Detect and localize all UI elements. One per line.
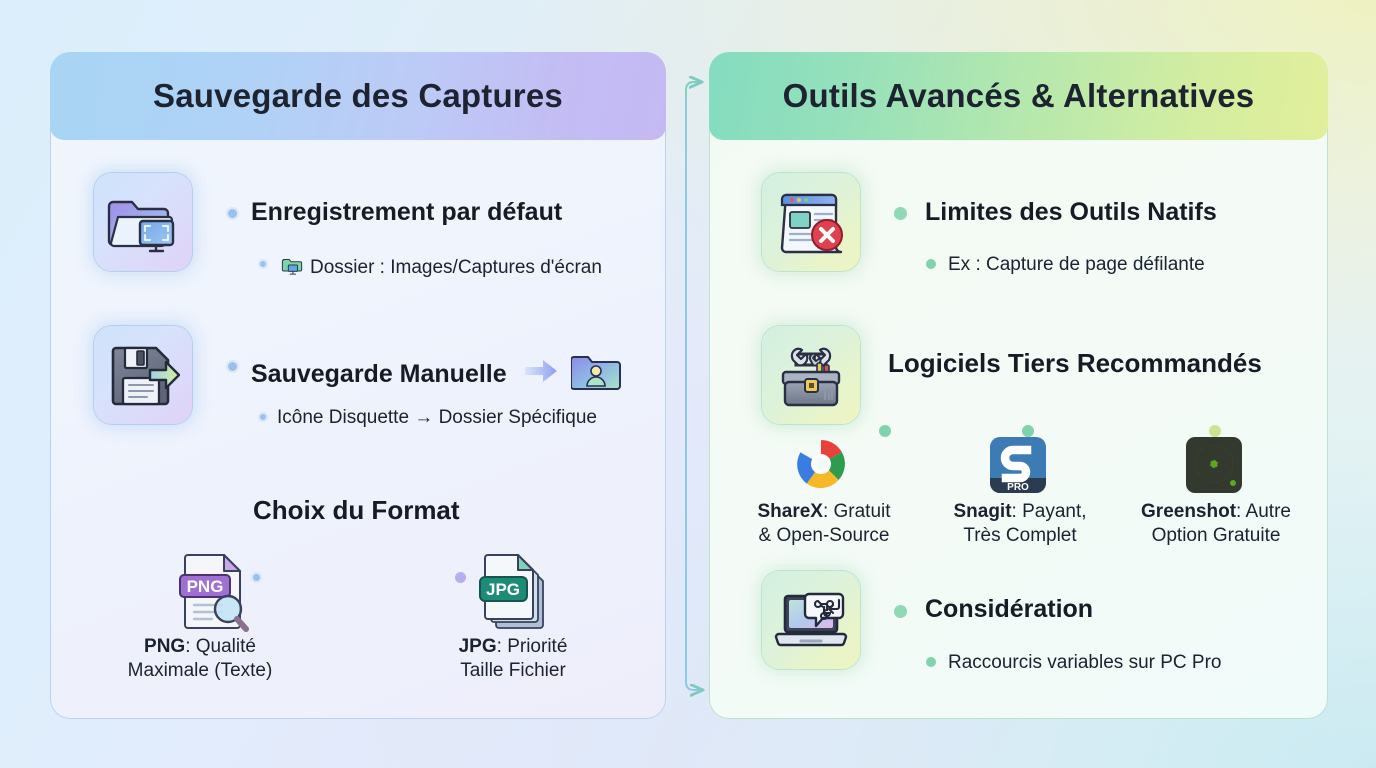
subline-default-folder: Dossier : Images/Captures d'écran — [281, 254, 602, 282]
png-file-icon: PNG — [172, 551, 258, 638]
png-dot — [251, 572, 262, 583]
subline-manual-save: Icône Disquette → Dossier Spécifique — [277, 407, 597, 428]
left-panel-header: Sauvegarde des Captures — [50, 52, 666, 140]
greenshot-dot — [1209, 425, 1221, 437]
sharex-caption: ShareX: Gratuit & Open-Source — [757, 501, 891, 547]
jpg-dot — [455, 572, 466, 583]
floppy-save-icon — [94, 326, 192, 424]
right-panel-header: Outils Avancés & Alternatives — [709, 52, 1328, 140]
webpage-error-icon — [762, 173, 860, 271]
png-caption: PNG: Qualité Maximale (Texte) — [127, 636, 273, 682]
right-panel-title: Outils Avancés & Alternatives — [782, 77, 1255, 114]
headline-consideration: Considération — [925, 595, 1094, 623]
subline-native-limits: Ex : Capture de page défilante — [948, 254, 1205, 275]
jpg-caption: JPG: Priorité Taille Fichier — [458, 636, 568, 682]
sharex-logo-icon — [793, 436, 849, 497]
folder-monitor-icon — [281, 254, 303, 282]
arrow-right-icon — [523, 358, 559, 391]
user-folder-icon — [569, 350, 621, 399]
toolbox-icon — [762, 326, 860, 424]
headline-format-choice: Choix du Format — [253, 495, 460, 525]
jpg-file-icon: JPG — [473, 551, 559, 638]
folder-screen-icon — [94, 173, 192, 271]
node-dot — [894, 605, 907, 618]
node-dot — [226, 207, 239, 220]
greenshot-caption: Greenshot: Autre Option Gratuite — [1141, 501, 1291, 547]
svg-text:PRO: PRO — [1007, 482, 1029, 493]
snagit-dot — [1022, 425, 1034, 437]
svg-text:PNG: PNG — [187, 577, 224, 596]
headline-native-limits: Limites des Outils Natifs — [925, 198, 1217, 226]
subline-consideration: Raccourcis variables sur PC Pro — [948, 652, 1222, 673]
laptop-shortcut-icon — [762, 571, 860, 669]
headline-manual-save: Sauvegarde Manuelle — [251, 350, 621, 399]
snagit-caption: Snagit: Payant, Très Complet — [953, 501, 1087, 547]
sharex-dot — [879, 425, 891, 437]
sub-dot — [258, 412, 268, 422]
sub-dot — [926, 259, 936, 269]
node-dot — [226, 360, 239, 373]
left-panel-title: Sauvegarde des Captures — [153, 77, 563, 114]
sub-dot — [258, 259, 268, 269]
sub-dot — [926, 657, 936, 667]
greenshot-logo-icon — [1185, 436, 1243, 499]
snagit-logo-icon: PRO — [989, 436, 1047, 499]
node-dot — [894, 207, 907, 220]
headline-third-party: Logiciels Tiers Recommandés — [888, 348, 1262, 378]
headline-default-save: Enregistrement par défaut — [251, 198, 563, 226]
svg-text:JPG: JPG — [486, 580, 520, 599]
